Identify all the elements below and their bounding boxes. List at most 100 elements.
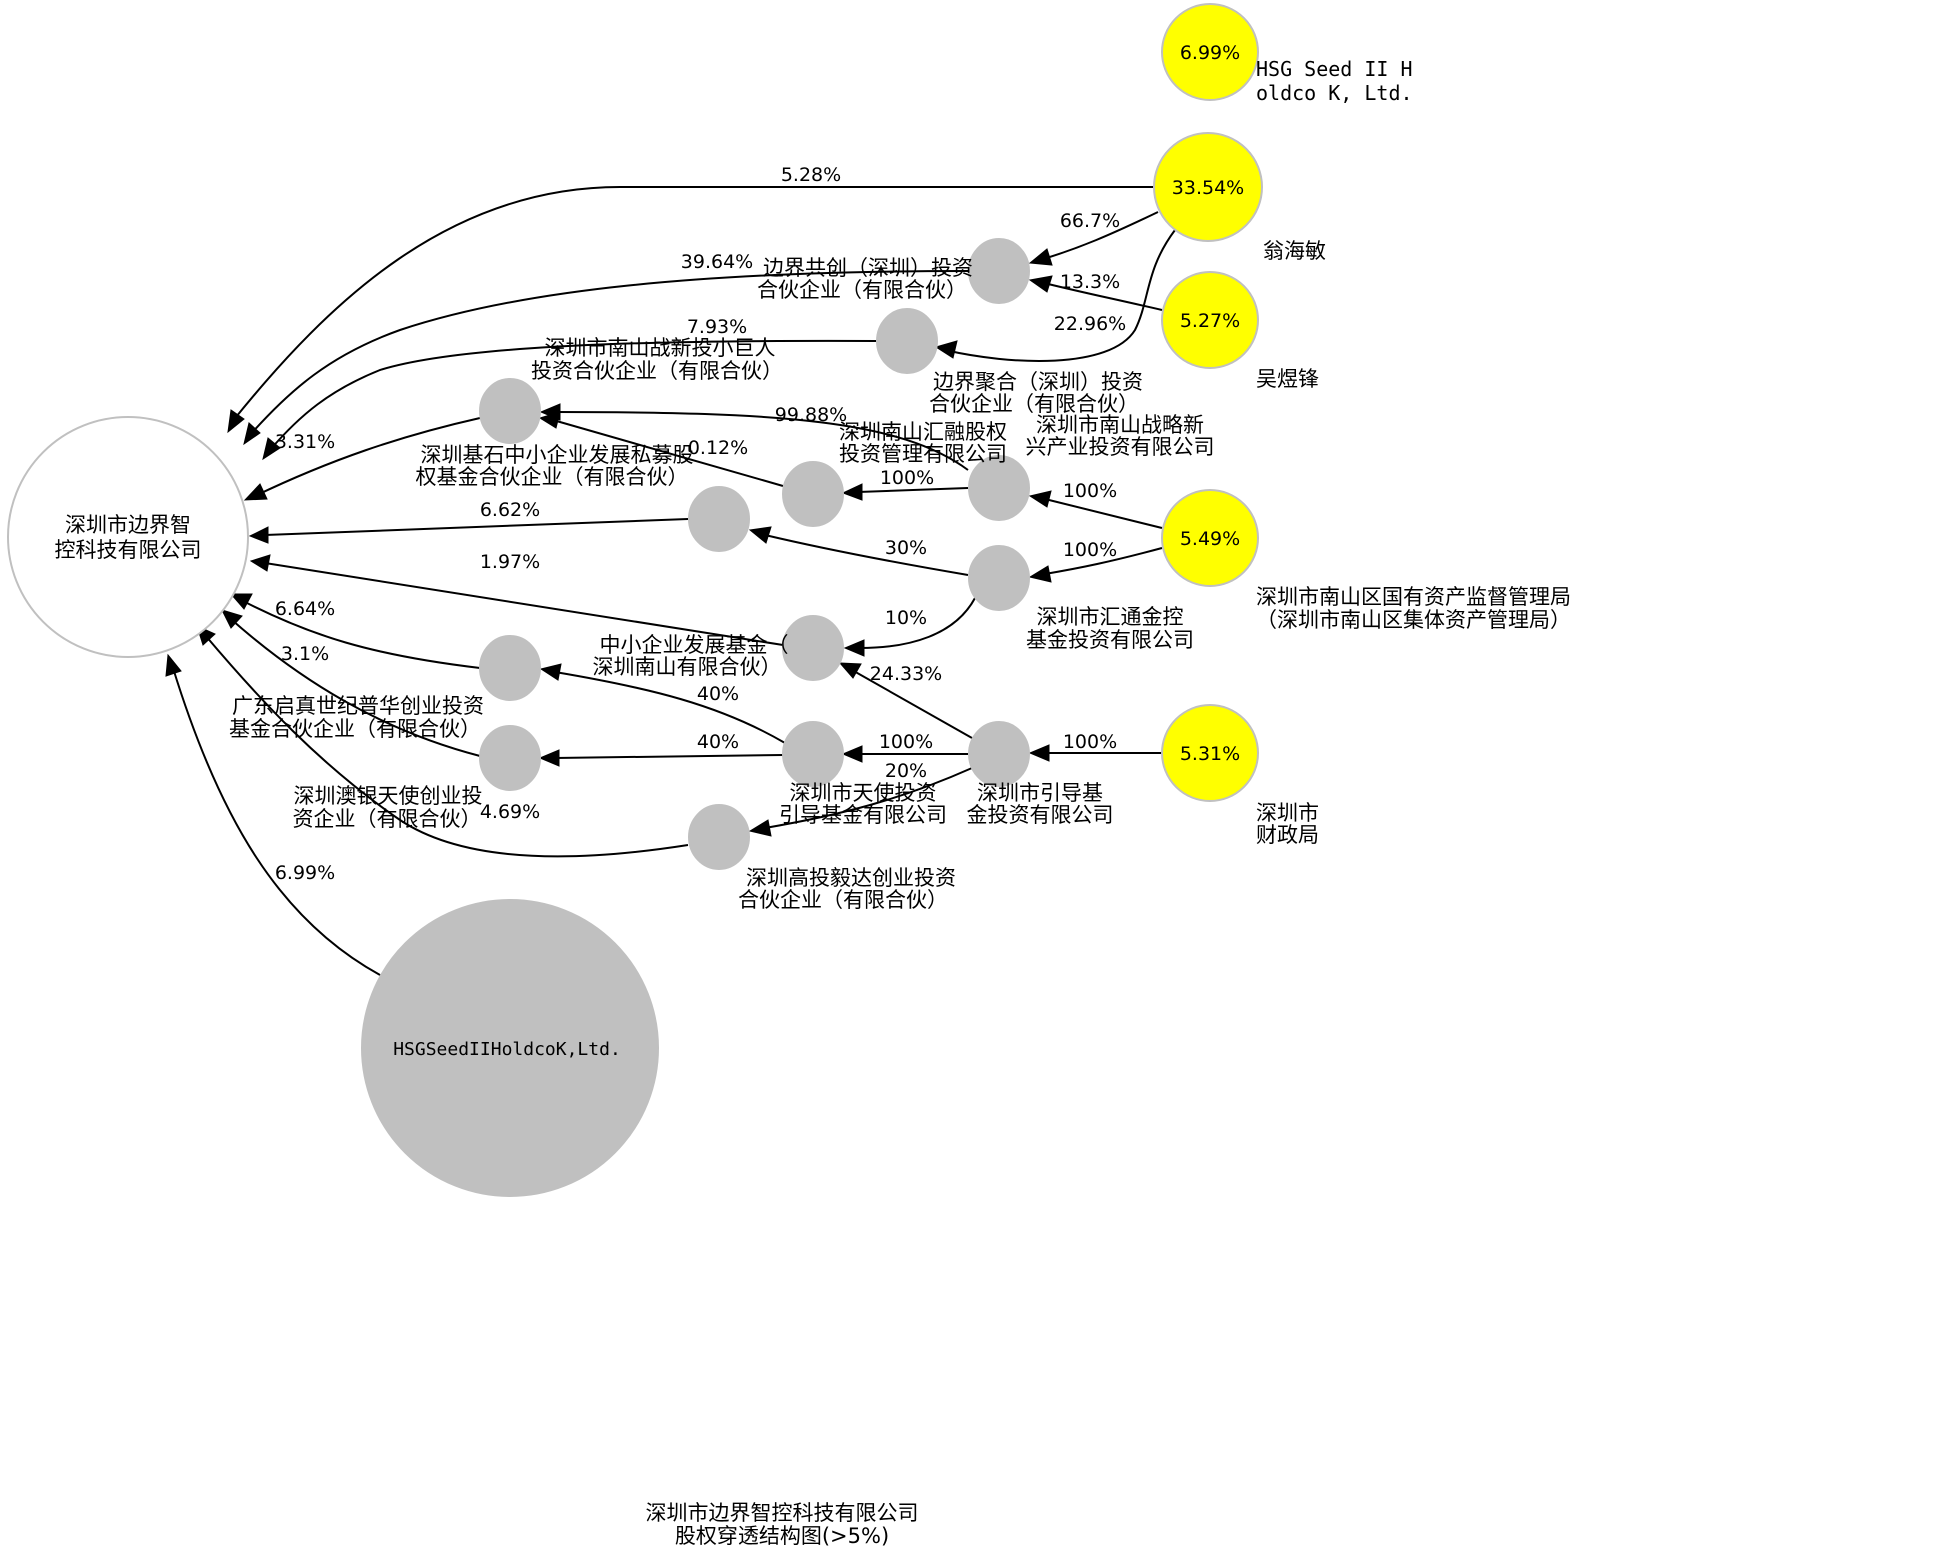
edge-label-huitong-zhongxiao: 10% xyxy=(885,607,927,629)
wu-pct: 5.27% xyxy=(1180,310,1240,332)
tianshi-node[interactable] xyxy=(782,721,844,787)
edge-label-xiaojuren-target: 6.62% xyxy=(480,499,540,521)
arrowhead xyxy=(1028,565,1052,583)
edge-hsg-target xyxy=(172,667,381,976)
aoyin-node[interactable] xyxy=(479,725,541,791)
nanshan-gz-pct: 5.49% xyxy=(1180,528,1240,550)
edge-label-huirong-jishi: 0.12% xyxy=(688,437,748,459)
edge-yindao-zhongxiao xyxy=(851,669,973,739)
edge-label-aoyin-target: 3.1% xyxy=(281,643,329,665)
edge-zhanlue-jishi xyxy=(554,411,969,471)
edge-jishi-target xyxy=(254,417,481,497)
edge-label-weng-target: 5.28% xyxy=(781,164,841,186)
xiaojuren-name-line2: 投资合伙企业（有限合伙） xyxy=(531,359,783,383)
hsg-holder-node[interactable] xyxy=(1161,3,1259,101)
edge-label-nsgz-huitong: 100% xyxy=(1063,539,1117,561)
weng-node[interactable] xyxy=(1153,132,1263,242)
edge-label-huitong-xiaojuren: 30% xyxy=(885,537,927,559)
edge-gaotou-target xyxy=(204,634,689,858)
edge-label-caizheng-yindao: 100% xyxy=(1063,731,1117,753)
arrowhead xyxy=(1028,248,1053,266)
wu-node[interactable] xyxy=(1161,271,1259,369)
arrowhead xyxy=(538,749,560,767)
zhongxiao-node[interactable] xyxy=(782,615,844,681)
edge-label-weng-juhe: 22.96% xyxy=(1054,313,1126,335)
juhe-node[interactable] xyxy=(876,308,938,374)
xiaojuren-node[interactable] xyxy=(688,486,750,552)
caizheng-pct: 5.31% xyxy=(1180,743,1240,765)
target-label-line2: 控科技有限公司 xyxy=(55,538,202,562)
edge-zhongxiao-target xyxy=(264,562,784,646)
jishi-name-line2: 权基金合伙企业（有限合伙） xyxy=(416,465,689,489)
caizheng-node[interactable] xyxy=(1161,704,1259,802)
arrowhead xyxy=(243,422,261,446)
title-line1: 深圳市边界智控科技有限公司 xyxy=(646,1501,919,1525)
arrowhead xyxy=(165,653,182,677)
arrowhead xyxy=(248,526,269,544)
edge-label-tianshi-qizhen: 40% xyxy=(697,683,739,705)
edge-huitong-xiaojuren xyxy=(764,534,969,576)
hsg-large-node[interactable] xyxy=(361,899,659,1197)
arrowhead xyxy=(262,437,281,461)
edge-huitong-zhongxiao xyxy=(859,597,976,649)
huitong-name-line1: 深圳市汇通金控 xyxy=(1037,605,1184,629)
nodes xyxy=(7,3,1263,1197)
node-labels: HSG Seed II H oldco K, Ltd. 翁海敏 吴煜锋 深圳市南… xyxy=(229,57,1571,912)
gongchuang-name-line1: 边界共创（深圳）投资 xyxy=(763,256,973,280)
nanshan-gz-node[interactable] xyxy=(1161,489,1259,587)
hsg-large-label: HSGSeedIIHoldcoK,Ltd. xyxy=(393,1039,621,1060)
nanshan-gz-name-line1: 深圳市南山区国有资产监督管理局 xyxy=(1256,585,1571,609)
edge-label-wu-gongchuang: 13.3% xyxy=(1060,271,1120,293)
aoyin-name-line1: 深圳澳银天使创业投 xyxy=(294,784,483,808)
edge-zhanlue-huirong xyxy=(857,487,969,493)
edge-label-jishi-target: 3.31% xyxy=(275,431,335,453)
xiaojuren-name-line1: 深圳市南山战新投小巨人 xyxy=(545,336,776,360)
huirong-node[interactable] xyxy=(782,461,844,527)
arrowhead xyxy=(229,593,253,610)
target-company-node[interactable] xyxy=(7,416,249,658)
arrowhead xyxy=(1028,490,1052,508)
nanshan-gz-name-line2: （深圳市南山区集体资产管理局） xyxy=(1256,608,1571,632)
edge-label-weng-gongchuang: 66.7% xyxy=(1060,210,1120,232)
arrowhead xyxy=(838,662,862,679)
huitong-node[interactable] xyxy=(968,545,1030,611)
edge-weng-target xyxy=(231,186,1154,423)
edge-label-hsg-target: 6.99% xyxy=(275,862,335,884)
arrowhead xyxy=(841,483,863,501)
qizhen-node[interactable] xyxy=(479,635,541,701)
huitong-name-line2: 基金投资有限公司 xyxy=(1026,628,1194,652)
edge-tianshi-qizhen xyxy=(554,671,786,744)
zhanlue-node[interactable] xyxy=(968,455,1030,521)
zhongxiao-name-line1: 中小企业发展基金（ xyxy=(600,633,789,657)
qizhen-name-line1: 广东启真世纪普华创业投资 xyxy=(232,694,484,718)
tianshi-name-line1: 深圳市天使投资 xyxy=(790,781,937,805)
arrowhead xyxy=(843,639,865,657)
edge-label-qizhen-target: 6.64% xyxy=(275,598,335,620)
yindao-node[interactable] xyxy=(968,721,1030,787)
tianshi-name-line2: 引导基金有限公司 xyxy=(779,803,947,827)
edge-nsgz-huitong xyxy=(1044,547,1163,575)
gongchuang-node[interactable] xyxy=(968,238,1030,304)
jishi-node[interactable] xyxy=(479,378,541,444)
edge-label-yindao-gaotou: 20% xyxy=(885,760,927,782)
edge-labels: 5.28% 66.7% 13.3% 22.96% 39.64% 7.93% 3.… xyxy=(275,164,1126,884)
arrowhead xyxy=(748,526,772,544)
yindao-name-line2: 金投资有限公司 xyxy=(967,803,1114,827)
edge-juhe-target xyxy=(269,339,877,451)
zhanlue-name-line2: 兴产业投资有限公司 xyxy=(1026,435,1215,459)
edge-label-gongchuang-target: 39.64% xyxy=(681,251,753,273)
gaotou-node[interactable] xyxy=(688,804,750,870)
weng-name: 翁海敏 xyxy=(1263,239,1326,263)
edge-label-zhongxiao-target: 1.97% xyxy=(480,551,540,573)
zhanlue-name-line1: 深圳市南山战略新 xyxy=(1036,413,1204,437)
qizhen-name-line2: 基金合伙企业（有限合伙） xyxy=(229,717,481,741)
arrowhead xyxy=(1028,744,1050,762)
gongchuang-name-line2: 合伙企业（有限合伙） xyxy=(757,278,967,302)
arrowhead xyxy=(227,409,245,434)
edge-gongchuang-target xyxy=(249,270,969,436)
edge-qizhen-target xyxy=(244,601,481,669)
edge-label-zhanlue-jishi: 99.88% xyxy=(775,404,847,426)
edge-wu-gongchuang xyxy=(1039,281,1163,311)
target-label-line1: 深圳市边界智 xyxy=(65,513,191,537)
yindao-name-line1: 深圳市引导基 xyxy=(977,781,1103,805)
